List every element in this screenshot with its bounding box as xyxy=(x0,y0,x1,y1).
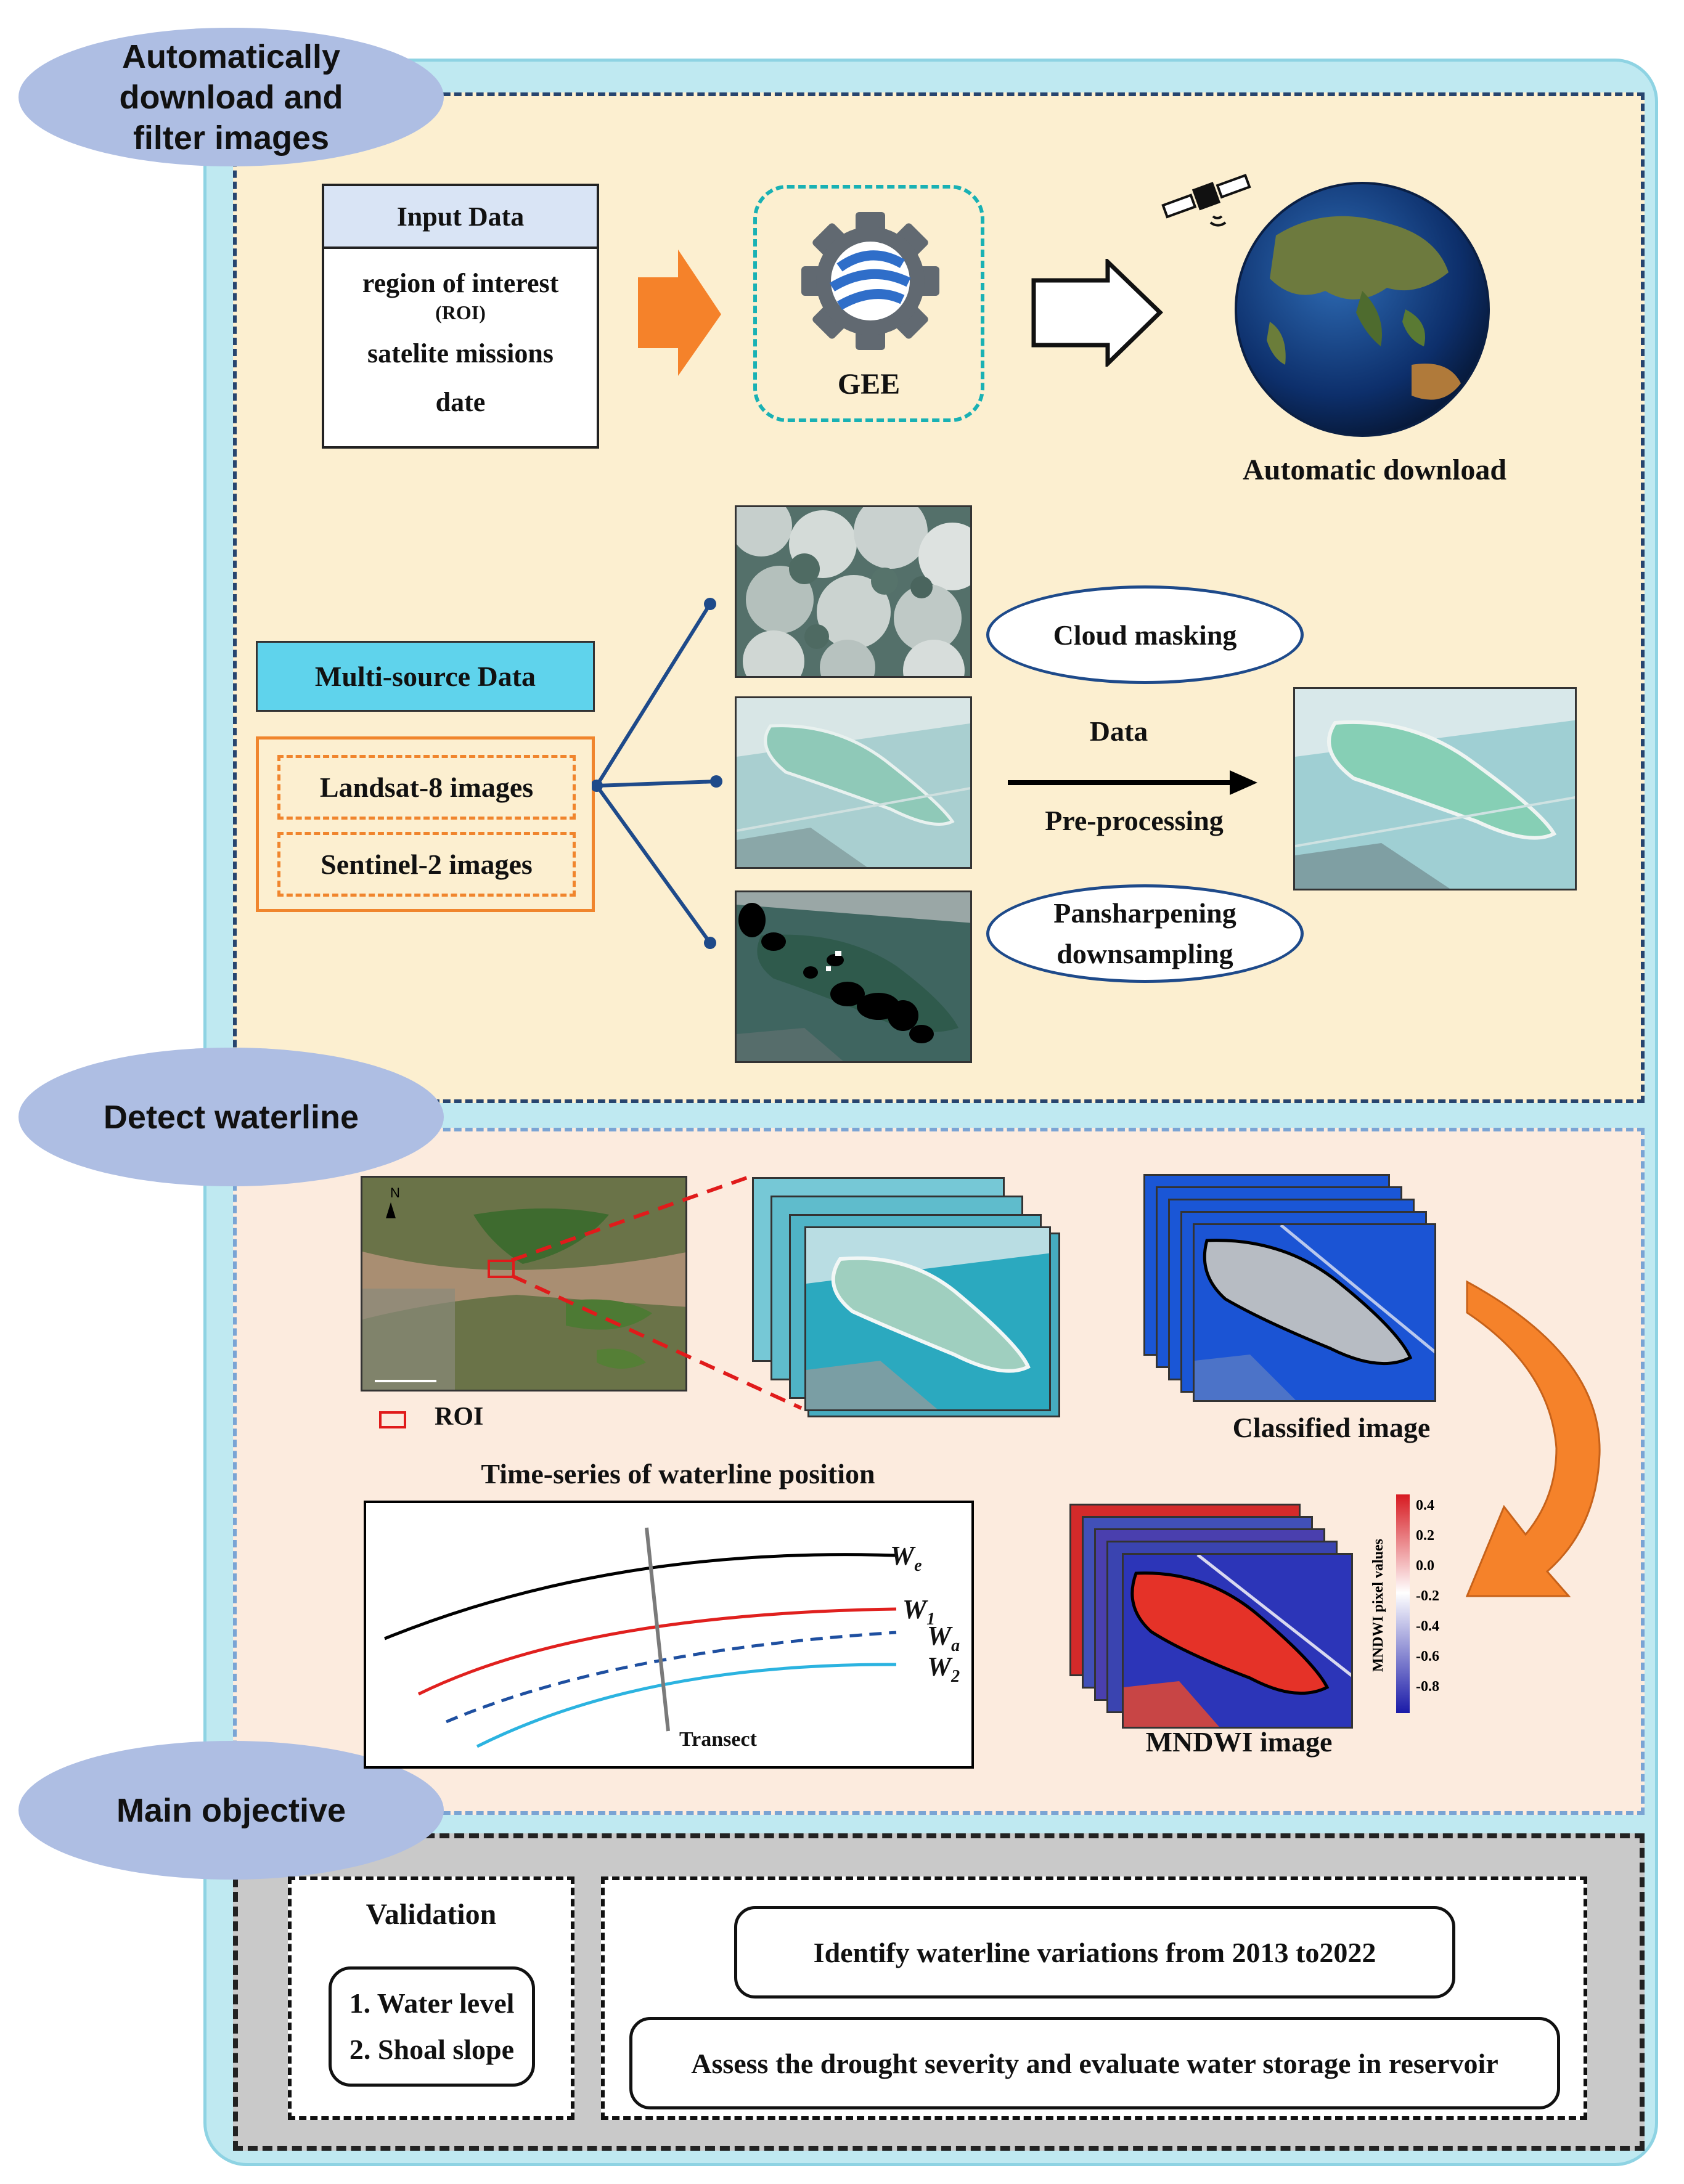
roi-map-image: N xyxy=(361,1176,687,1391)
cloudy-image xyxy=(735,505,972,678)
preprocessing-arrow-icon xyxy=(1008,770,1257,795)
validation-shoal-slope: 2. Shoal slope xyxy=(349,2034,515,2065)
satellite-icon xyxy=(1161,174,1251,227)
waterline-we xyxy=(384,1553,897,1640)
colorbar-tick-label: 0.4 xyxy=(1416,1497,1434,1514)
validation-water-level: 1. Water level xyxy=(349,1987,515,2019)
waterline-w1 xyxy=(417,1607,897,1696)
pansharpening-ellipse: Pansharpening downsampling xyxy=(986,884,1304,983)
preprocessed-image xyxy=(1293,687,1577,890)
waterline-diagram: Transect We W1 Wa W2 xyxy=(364,1501,974,1769)
gee-box: GEE xyxy=(753,185,984,422)
colorbar-tick-label: 0.0 xyxy=(1416,1558,1434,1574)
curved-orange-arrow-icon xyxy=(1465,1280,1601,1597)
transect-label: Transect xyxy=(679,1728,757,1751)
automatic-download-label: Automatic download xyxy=(1242,454,1507,486)
branch-connector xyxy=(592,598,722,949)
waterline-we-label: We xyxy=(890,1541,922,1575)
input-roi-abbrev: (ROI) xyxy=(435,301,486,324)
goal-waterline-variations: Identify waterline variations from 2013 … xyxy=(734,1906,1455,1999)
mndwi-colorbar: MNDWI pixel values 0.4 0.2 0.0 -0.2 -0.4 -0.6… xyxy=(1370,1494,1439,1713)
input-missions: satelite missions xyxy=(367,338,554,369)
waterline-wa xyxy=(446,1631,897,1724)
gee-label: GEE xyxy=(837,368,901,401)
roi-legend-label: ROI xyxy=(435,1403,484,1431)
colorbar-tick-label: -0.4 xyxy=(1416,1618,1439,1634)
pansharpening-line1: Pansharpening xyxy=(1053,897,1236,929)
section-detect-label: Detect waterline xyxy=(18,1048,444,1186)
validation-title: Validation xyxy=(366,1898,497,1931)
orange-arrow-icon xyxy=(638,250,721,376)
mndwi-frame-front xyxy=(1122,1553,1353,1729)
multi-source-title: Multi-source Data xyxy=(256,641,595,712)
validation-box: Validation 1. Water level 2. Shoal slope xyxy=(288,1876,574,2120)
goal-drought-assessment: Assess the drought severity and evaluate… xyxy=(629,2017,1560,2109)
masked-image xyxy=(735,890,972,1063)
globe-icon xyxy=(1235,182,1490,437)
colorbar-title: MNDWI pixel values xyxy=(1370,1539,1386,1672)
waterline-w2-label: W2 xyxy=(927,1652,960,1686)
timeseries-frame-front xyxy=(804,1226,1051,1411)
goals-box: Identify waterline variations from 2013 … xyxy=(601,1876,1587,2120)
classified-frame-front xyxy=(1193,1223,1436,1402)
waterline-w1-label: W1 xyxy=(902,1594,936,1629)
classified-label: Classified image xyxy=(1232,1412,1431,1443)
zoom-lines xyxy=(510,1175,803,1410)
input-data-title: Input Data xyxy=(324,186,597,249)
multi-source-box: Landsat-8 images Sentinel-2 images xyxy=(256,736,595,912)
colorbar-tick-label: -0.8 xyxy=(1416,1679,1439,1695)
waterline-wa-label: Wa xyxy=(927,1621,960,1655)
raw-island-image xyxy=(735,696,972,869)
pansharpening-line2: downsampling xyxy=(1057,938,1233,969)
input-data-box: Input Data region of interest (ROI) sate… xyxy=(322,184,599,449)
sentinel-item: Sentinel-2 images xyxy=(277,832,576,897)
data-label: Data xyxy=(1089,715,1148,747)
input-roi: region of interest xyxy=(362,268,559,298)
input-date: date xyxy=(435,387,486,417)
transect-line xyxy=(645,1527,670,1732)
validation-list: 1. Water level 2. Shoal slope xyxy=(329,1966,535,2087)
map-north-label: N xyxy=(390,1185,400,1200)
colorbar-tick-label: -0.6 xyxy=(1416,1648,1439,1664)
waterline-w2 xyxy=(476,1663,897,1748)
landsat-item: Landsat-8 images xyxy=(277,755,576,820)
timeseries-label: Time-series of waterline position xyxy=(481,1458,875,1489)
roi-legend-swatch xyxy=(379,1411,406,1428)
colorbar-tick-label: -0.2 xyxy=(1416,1588,1439,1604)
mndwi-label: MNDWI image xyxy=(1145,1726,1333,1758)
gee-gear-icon xyxy=(801,212,939,350)
cloud-masking-ellipse: Cloud masking xyxy=(986,585,1304,684)
section-download-label: Automatically download and filter images xyxy=(18,28,444,166)
white-arrow-icon xyxy=(1031,259,1164,367)
preprocessing-label: Pre-processing xyxy=(1045,805,1224,836)
colorbar-tick-label: 0.2 xyxy=(1416,1528,1434,1544)
